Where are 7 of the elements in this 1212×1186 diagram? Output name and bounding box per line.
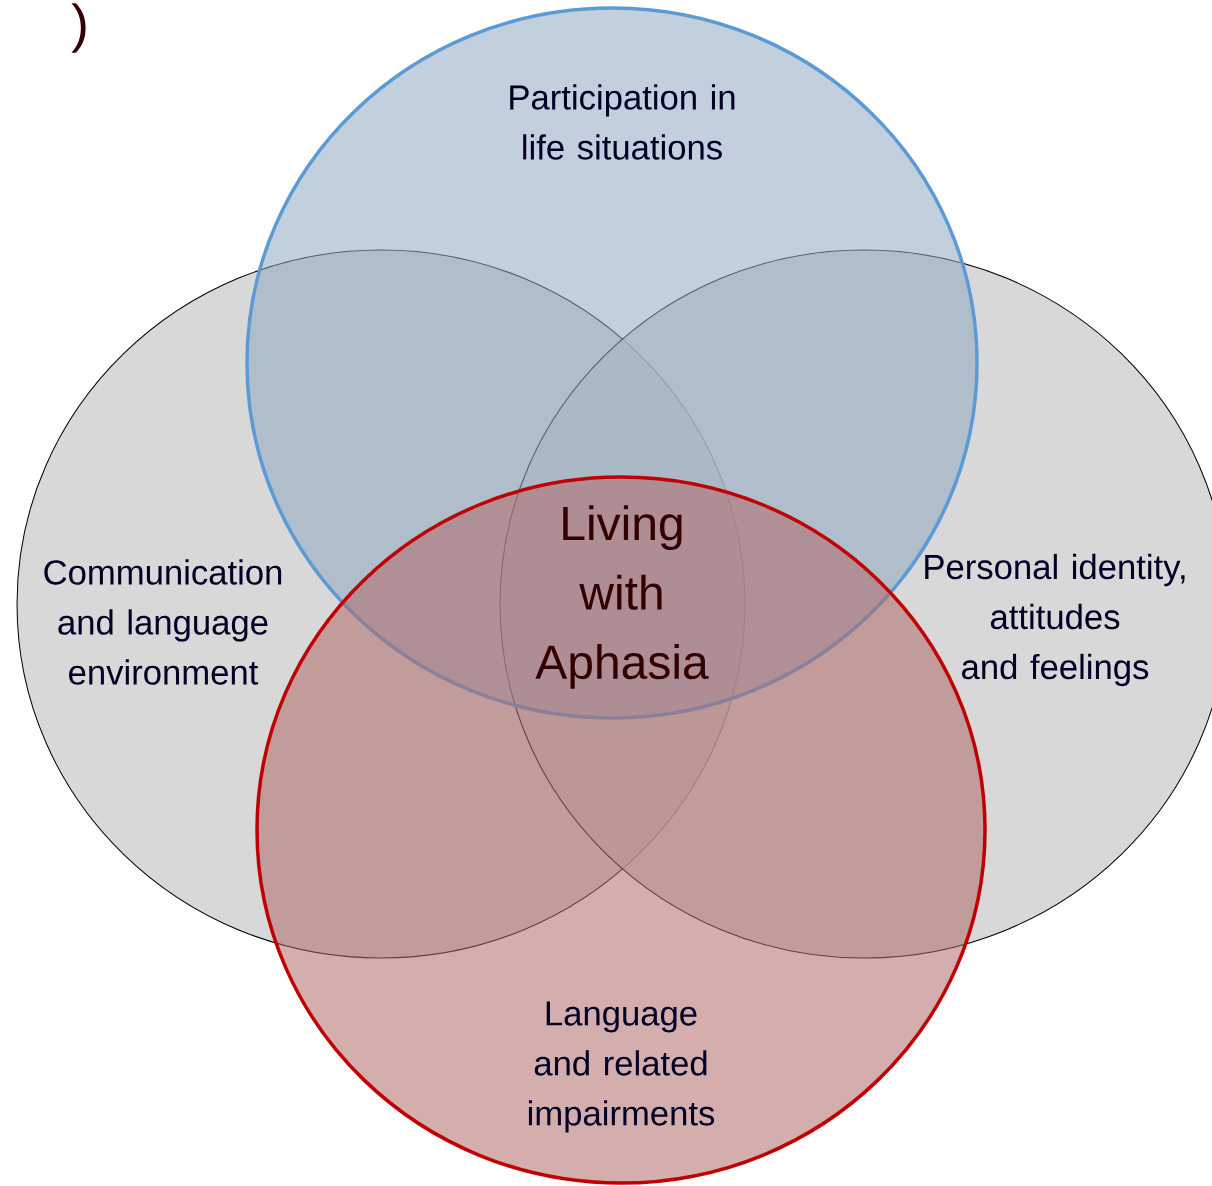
circle-label: Language and related impairments [528,1001,715,1133]
venn-circle [499,249,1212,959]
circle-label: Participation in life situations [510,84,735,160]
panel-letter: ) [71,3,86,53]
circle-label: Communication and language environment [44,559,282,685]
center-label: Living with Aphasia [535,505,709,689]
circle-label: Personal identity, attitudes and feelings [925,553,1185,687]
